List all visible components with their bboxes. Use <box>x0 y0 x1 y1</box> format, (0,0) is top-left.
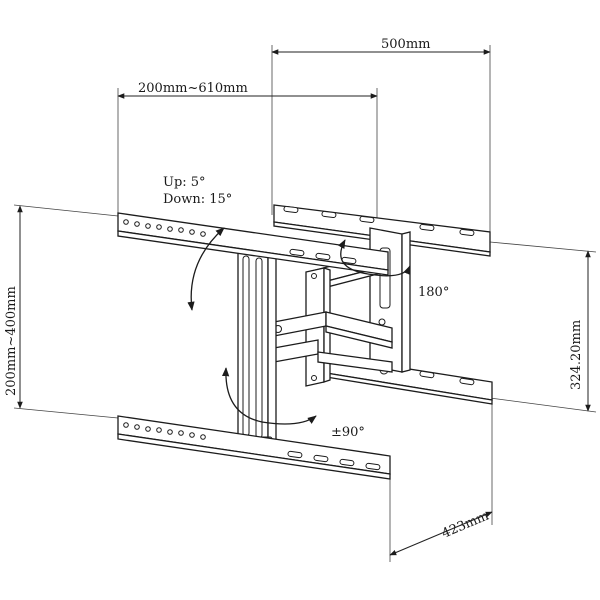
dim-arm-extension: 200mm~610mm <box>117 81 378 238</box>
tv-bracket-bottom-bar <box>117 415 391 480</box>
swivel-label: 180° <box>418 285 449 300</box>
dim-depth: 423mm <box>389 398 493 562</box>
dim-wall-plate-height-label: 324.20mm <box>569 320 584 390</box>
tilt-down-label: Down: 15° <box>163 192 232 207</box>
tilt-up-label: Up: 5° <box>163 175 206 190</box>
dim-vertical-spacing: 200mm~400mm <box>4 204 119 419</box>
dim-top-width-label: 500mm <box>381 37 430 52</box>
rotation-arrow <box>222 367 317 425</box>
swivel-arrow <box>337 239 411 277</box>
dim-arm-extension-label: 200mm~610mm <box>138 81 248 96</box>
dim-wall-plate-height: 324.20mm <box>489 241 597 413</box>
dim-vertical-spacing-label: 200mm~400mm <box>4 286 19 396</box>
rotation-label: ±90° <box>331 425 365 440</box>
tv-bracket-post <box>235 234 277 450</box>
wall-plate-top-slots <box>283 205 475 237</box>
bottom-bar-holes <box>123 422 206 440</box>
dim-depth-label: 423mm <box>440 509 491 542</box>
dim-top-width: 500mm <box>271 37 491 242</box>
bottom-bar-slots <box>287 450 381 471</box>
tilt-arrow <box>187 227 225 311</box>
